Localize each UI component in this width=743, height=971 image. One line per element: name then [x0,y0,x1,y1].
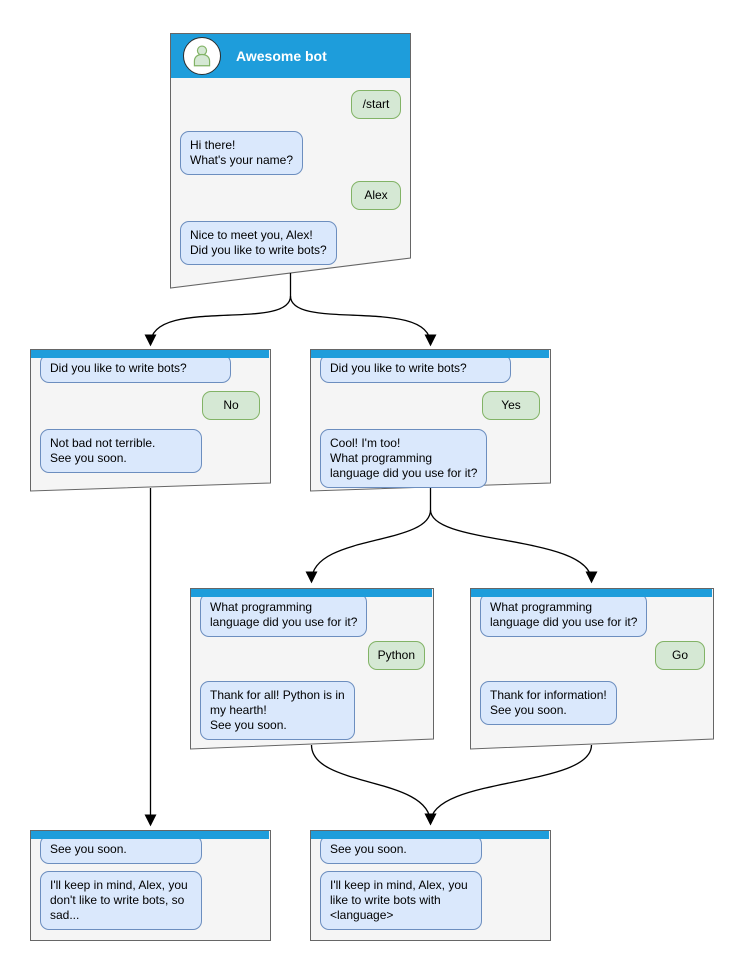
chat-window-end-no: See you soon. I'll keep in mind, Alex, y… [30,830,270,940]
connector-start-to-no [144,295,292,347]
user-message-bubble: Alex [351,181,401,210]
user-message-bubble: No [202,391,260,420]
chat-header: Awesome bot [171,34,410,78]
bot-message-bubble: I'll keep in mind, Alex, you don't like … [40,871,202,930]
bot-message-bubble: Thank for information! See you soon. [480,681,617,725]
bot-message-bubble: Thank for all! Python is in my hearth! S… [200,681,355,740]
bot-message-bubble: Did you like to write bots? [40,354,231,383]
user-message-bubble: Go [655,641,705,670]
bot-message-bubble: I'll keep in mind, Alex, you like to wri… [320,871,482,930]
bot-message-bubble: What programming language did you use fo… [200,593,368,637]
chat-window-branch-no: Did you like to write bots? No Not bad n… [30,349,270,491]
bot-message-bubble: Did you like to write bots? [320,354,511,383]
bot-title: Awesome bot [236,48,327,64]
window-title-bar [311,831,549,839]
user-message-bubble: Python [367,641,425,670]
connector-yes-to-go [429,509,598,584]
window-title-bar [31,831,269,839]
bot-message-bubble: Hi there! What's your name? [180,131,304,175]
user-message-bubble: Yes [482,391,540,420]
connector-go-to-end [424,744,593,826]
bot-message-bubble: What programming language did you use fo… [480,593,648,637]
chat-window-end-yes: See you soon. I'll keep in mind, Alex, y… [310,830,550,940]
chat-window-branch-go: What programming language did you use fo… [470,588,713,749]
bot-message-bubble: See you soon. [40,835,202,864]
bot-message-bubble: See you soon. [320,835,482,864]
window-title-bar [31,350,269,358]
window-title-bar [471,589,712,597]
bot-message-bubble: Not bad not terrible. See you soon. [40,429,202,473]
chat-window-branch-yes: Did you like to write bots? Yes Cool! I'… [310,349,550,491]
chat-window-branch-python: What programming language did you use fo… [190,588,433,749]
connector-python-to-end [310,744,437,826]
connector-yes-to-python [305,509,432,584]
person-icon [193,45,211,67]
window-title-bar [191,589,432,597]
bot-message-bubble: Nice to meet you, Alex! Did you like to … [180,221,337,265]
user-message-bubble: /start [351,90,401,119]
window-title-bar [311,350,549,358]
connector-start-to-yes [289,295,437,347]
chat-window-start: Awesome bot /start Hi there! What's your… [170,33,411,288]
avatar [183,37,221,75]
bot-message-bubble: Cool! I'm too! What programming language… [320,429,488,488]
